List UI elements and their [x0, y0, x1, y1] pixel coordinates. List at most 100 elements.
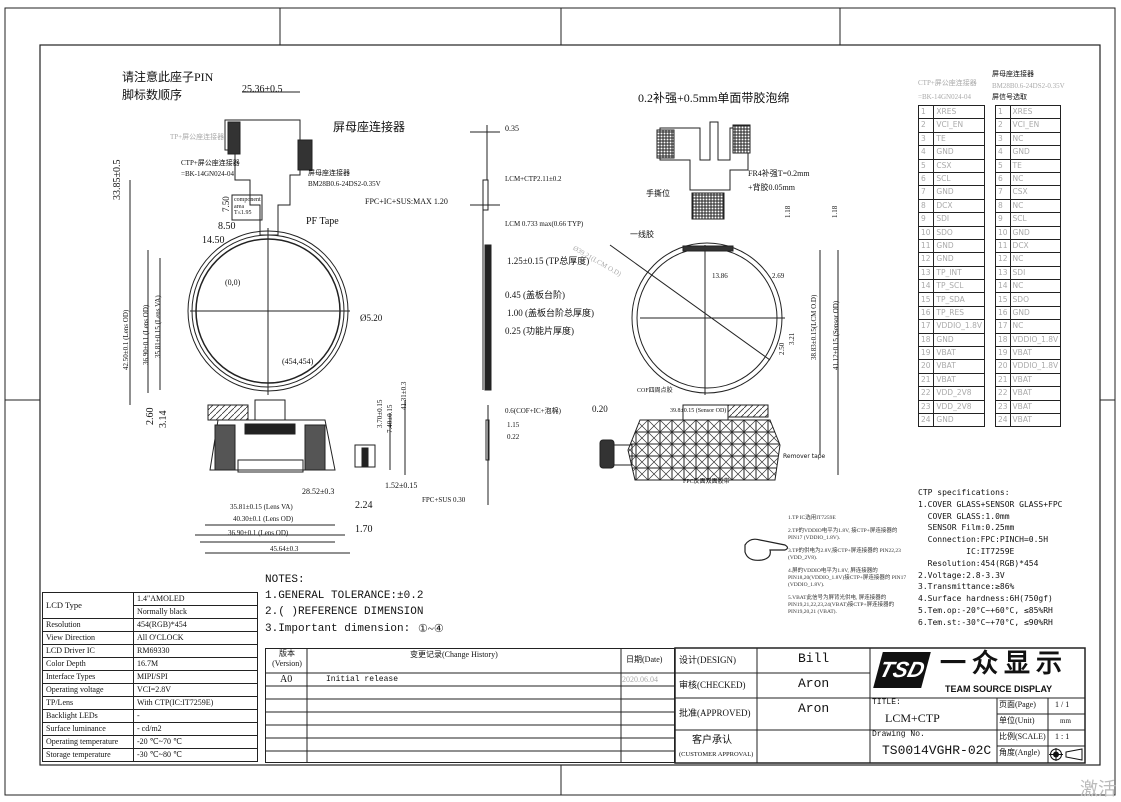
- dim-label: 25.36±0.5: [242, 84, 283, 95]
- dim-label: 0.6(COF+IC+泡棉): [505, 407, 561, 415]
- dim-label: 35.81±0.15 (Lens VA): [230, 503, 293, 511]
- ctp-connector-pn: =BK-14GN024-04: [181, 170, 234, 178]
- pin-signal: VBAT: [1009, 412, 1062, 428]
- dim-label: LCM 0.733 max(0.66 TYP): [505, 220, 584, 228]
- dim-label: 1.00 (盖板台阶总厚度): [507, 308, 594, 318]
- dim-label: LCM+CTP2.11±0.2: [505, 175, 562, 183]
- pin-number: 1: [995, 104, 1011, 120]
- pin-table-right-pn: BM28B0.6-24DS2-0.35V: [992, 82, 1065, 90]
- company-logo: TSD: [873, 652, 931, 688]
- dim-label: 40.30±0.1 (Lens OD): [233, 515, 294, 523]
- tp-note: 3.TP的供电为2.8V,接CTP+屏连接器的 PIN22,23 (VDD_2V…: [788, 548, 901, 561]
- side-view-drawing: [470, 125, 500, 505]
- remover-tape-label: Remover tape: [783, 453, 826, 460]
- pin-order-note-2: 脚标数顺序: [122, 88, 183, 102]
- ctp-spec-line: Resolution:454(RGB)*454: [918, 558, 1039, 568]
- dim-label: 14.50: [202, 235, 225, 246]
- fr4-label: FR4补强T=0.2mm: [748, 169, 810, 178]
- ctp-spec-line: 3.Transmittance:≥86%: [918, 582, 1015, 592]
- fr4-label-2: +背胶0.05mm: [748, 183, 795, 192]
- dim-label: 0.22: [507, 433, 520, 441]
- ctp-spec-line: SENSOR Film:0.25mm: [918, 523, 1015, 533]
- ctp-spec-line: 6.Tem.st:-30°C~+70°C, ≤90%RH: [918, 617, 1053, 627]
- page-value: 1 / 1: [1055, 700, 1070, 709]
- screen-connector-small: 屏母座连接器: [308, 169, 350, 177]
- ctp-spec-line: 5.Tem.op:-20°C~+60°C, ≤85%RH: [918, 605, 1053, 615]
- drawing-no-label: Drawing No.: [872, 730, 925, 739]
- dim-label: Ø5.20: [360, 313, 383, 323]
- pointing-hand-icon: [744, 538, 789, 561]
- back-view-drawing: [599, 121, 839, 481]
- pin-signal: GND: [933, 412, 985, 428]
- change-header: 变更记录(Change History): [410, 650, 498, 659]
- approved-label: 批准(APPROVED): [679, 708, 751, 718]
- designer-name: Bill: [798, 651, 830, 666]
- dim-label: 36.90±0.1 (Lens OD): [228, 529, 289, 537]
- pin-number: 24: [917, 412, 935, 428]
- note-1: 1.GENERAL TOLERANCE:±0.2: [265, 590, 424, 602]
- foam-label: 0.2补强+0.5mm单面带胶泡绵: [638, 91, 790, 105]
- pin-number: 2: [917, 118, 935, 133]
- pin-signal: XRES: [933, 104, 985, 120]
- note-3: 3.Important dimension:: [265, 623, 411, 635]
- dim-label: 45.64±0.3: [270, 545, 299, 553]
- outer-frame: [4, 7, 1116, 796]
- pin-signal: XRES: [1009, 104, 1062, 120]
- dim-label: FPC+IC+SUS:MAX 1.20: [365, 197, 448, 206]
- notes-title: NOTES:: [265, 574, 305, 586]
- dim-label: 13.86: [712, 272, 728, 280]
- watermark: 激活: [1080, 779, 1116, 800]
- pin-table-right-sub: 屏信号选取: [992, 93, 1027, 101]
- date-header: 日期(Date): [626, 655, 663, 664]
- dim-label: 1.52±0.15: [385, 481, 418, 490]
- ctp-specifications: CTP specifications:1.COVER GLASS+SENSOR …: [918, 487, 1063, 629]
- change-value: Initial release: [326, 675, 399, 684]
- drawing-number: TS0014VGHR-02C: [882, 743, 992, 758]
- ctp-spec-line: Connection:FPC:PINCH=0.5H: [918, 535, 1049, 545]
- pin-number: 18: [917, 332, 935, 348]
- pin-table-right-title: 屏母座连接器: [992, 70, 1034, 78]
- spec-row: Operating temperature-20 ℃~70 ℃: [42, 735, 258, 749]
- tp-note: 4.屏的VDDIO电平为1.8V, 屏连接器的 PIN18,20(VDDIO_1…: [788, 568, 907, 588]
- dim-label: 1.70: [355, 524, 373, 535]
- screen-connector-label: 屏母座连接器: [333, 120, 406, 134]
- version-header: 版本 (Version): [272, 649, 302, 668]
- dim-label: 2.69: [772, 272, 785, 280]
- pin-table-left-pn: =BK-14GN024-04: [918, 93, 971, 101]
- customer-label-en: (CUSTOMER APPROVAL): [679, 751, 754, 758]
- lcd-spec-table: LCD Type 1.4"AMOLED Normally black Resol…: [42, 592, 258, 762]
- cof-note: COF四周点胶: [637, 388, 673, 394]
- pf-tape-label: PF Tape: [306, 216, 339, 227]
- unit-value: mm: [1060, 717, 1071, 725]
- inner-frame: [39, 44, 1101, 766]
- logo-cn-text: 一众显示: [940, 649, 1069, 679]
- ctp-spec-line: 4.Surface hardness:6H(750gf): [918, 594, 1053, 604]
- end-coordinate: (454,454): [282, 357, 314, 366]
- tp-connector-label: TP+屏公座连接器: [170, 133, 225, 141]
- checker-name: Aron: [798, 676, 830, 691]
- tp-notes: 1.TP IC选用IT7259E 2.TP的VDDIO电平为1.8V, 接CTP…: [788, 515, 913, 616]
- glue-line-label: 一线胶: [630, 230, 654, 239]
- spec-row: Storage temperature-30 ℃~80 ℃: [42, 748, 258, 762]
